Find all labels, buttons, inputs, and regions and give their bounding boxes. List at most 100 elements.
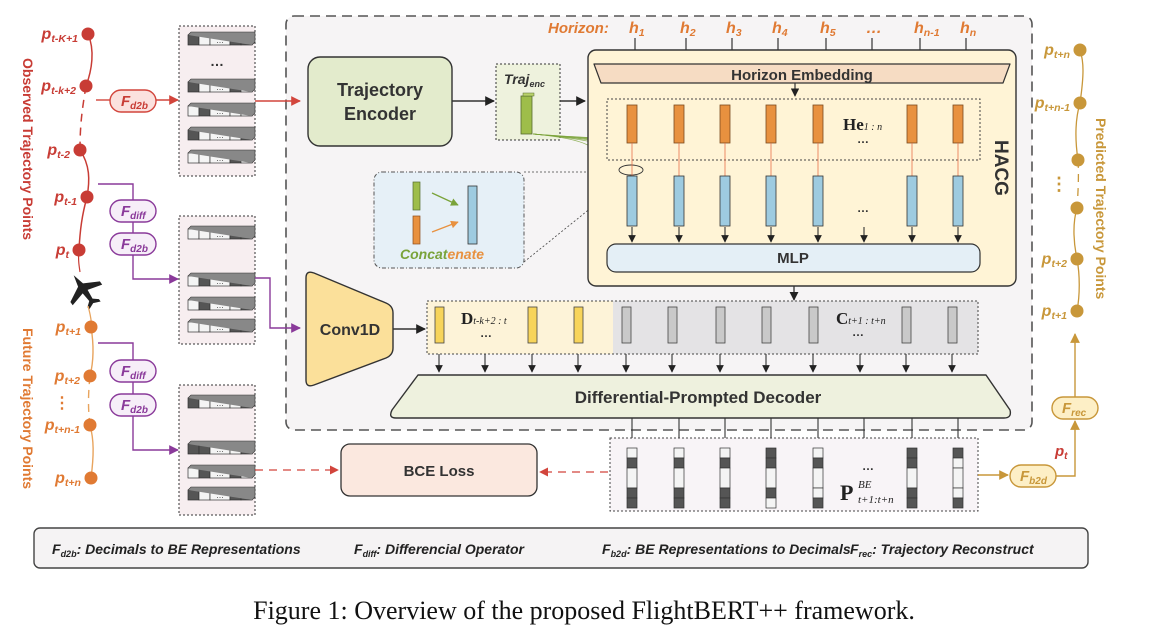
flightbert-framework-diagram: pt-K+1pt-k+2pt-2pt-1pt Observed Trajecto… bbox=[20, 15, 1109, 569]
svg-text:Fd2b: Fd2b bbox=[121, 93, 148, 112]
svg-text:Fdiff: Fdiff bbox=[121, 363, 147, 382]
be-output-vector bbox=[952, 447, 964, 509]
future-point-dot bbox=[84, 320, 98, 334]
svg-text:Encoder: Encoder bbox=[344, 104, 416, 124]
context-token bbox=[621, 306, 632, 344]
svg-text:…: … bbox=[216, 83, 224, 92]
predicted-point-label: pt+n-1 bbox=[1034, 95, 1070, 114]
horizon-embedding-vector bbox=[673, 104, 685, 144]
hacg-panel: Horizon Embedding He1 : n … HACG MLP … bbox=[587, 49, 1017, 287]
predicted-point-label: pt+n bbox=[1043, 42, 1070, 61]
observed-point-dot bbox=[80, 190, 94, 204]
horizon-label: h3 bbox=[726, 20, 742, 39]
svg-text:P: P bbox=[840, 480, 853, 505]
horizon-label: h1 bbox=[629, 20, 645, 39]
svg-text:BCE Loss: BCE Loss bbox=[404, 463, 475, 480]
svg-text:…: … bbox=[216, 445, 224, 454]
context-token bbox=[901, 306, 912, 344]
svg-text:Horizon:: Horizon: bbox=[548, 20, 609, 37]
predicted-point-label: pt+1 bbox=[1041, 303, 1067, 322]
svg-text:…: … bbox=[857, 132, 869, 146]
differential-prompted-decoder: Differential-Prompted Decoder bbox=[389, 374, 1012, 419]
observed-point-label: pt-K+1 bbox=[41, 26, 79, 45]
svg-text:…: … bbox=[216, 323, 224, 332]
be-output-vector bbox=[673, 447, 685, 509]
observed-point-label: pt-1 bbox=[53, 189, 77, 208]
observed-point-label: pt-k+2 bbox=[40, 78, 76, 97]
svg-text:…: … bbox=[216, 131, 224, 140]
hacg-label: HACG bbox=[990, 140, 1011, 196]
bce-loss-block: BCE Loss bbox=[340, 443, 538, 497]
concat-vector bbox=[906, 175, 918, 227]
be-output-band: … P BE t+1:t+n bbox=[609, 437, 979, 512]
svg-text:Concatenate: Concatenate bbox=[400, 246, 484, 262]
be-output-vector bbox=[765, 447, 777, 509]
prompt-token-band: Dt-k+2 : t … Ct+1 : t+n … bbox=[426, 300, 979, 355]
frec-operator: Frec bbox=[1051, 396, 1099, 420]
future-point-label: pt+n bbox=[54, 470, 81, 489]
context-token bbox=[808, 306, 819, 344]
fdiff-operator-future: Fdiff bbox=[109, 359, 157, 383]
context-token bbox=[947, 306, 958, 344]
future-ellipsis: ⋮ bbox=[54, 395, 70, 412]
conv1d-block: Conv1D bbox=[305, 271, 394, 387]
hacg-columns bbox=[626, 104, 964, 243]
concatenate-inset: Concatenate bbox=[373, 171, 525, 269]
future-point-dot bbox=[84, 471, 98, 485]
concat-vector bbox=[952, 175, 964, 227]
observed-trajectory: pt-K+1pt-k+2pt-2pt-1pt Observed Trajecto… bbox=[20, 26, 95, 273]
be-output-columns bbox=[626, 447, 964, 509]
svg-text:…: … bbox=[480, 326, 492, 340]
concat-vector bbox=[765, 175, 777, 227]
future-point-dot bbox=[83, 369, 97, 383]
be-output-vector bbox=[812, 447, 824, 509]
observed-point-dot bbox=[73, 143, 87, 157]
context-token bbox=[715, 306, 726, 344]
future-section-label: Future Trajectory Points bbox=[20, 328, 36, 489]
predicted-point-dot bbox=[1070, 304, 1084, 318]
differential-prompt-token bbox=[527, 306, 538, 344]
svg-text:Fd2b: Fd2b bbox=[121, 236, 148, 255]
context-token bbox=[667, 306, 678, 344]
svg-text:Conv1D: Conv1D bbox=[320, 322, 380, 339]
observed-point-dot bbox=[79, 79, 93, 93]
svg-text:Dt-k+2 : t: Dt-k+2 : t bbox=[461, 309, 507, 328]
predicted-ellipsis: ⋮ bbox=[1050, 174, 1068, 194]
observed-point-label: pt bbox=[55, 242, 70, 261]
svg-text:…: … bbox=[210, 53, 224, 69]
differential-prompt-token bbox=[434, 306, 445, 344]
horizon-embedding-vector bbox=[626, 104, 638, 144]
svg-text:…: … bbox=[857, 201, 869, 215]
svg-text:…: … bbox=[216, 301, 224, 310]
be-output-vector bbox=[719, 447, 731, 509]
horizon-label: h2 bbox=[680, 20, 696, 39]
svg-text:…: … bbox=[216, 230, 224, 239]
svg-text:…: … bbox=[216, 277, 224, 286]
future-trajectory: pt+1pt+2pt+n-1pt+n ⋮ Future Trajectory P… bbox=[20, 305, 98, 489]
be-output-vector bbox=[626, 447, 638, 509]
predicted-point-dot bbox=[1073, 96, 1087, 110]
horizon-embedding-vector bbox=[765, 104, 777, 144]
fd2b-operator-differential: Fd2b bbox=[109, 232, 157, 256]
svg-text:Ct+1 : t+n: Ct+1 : t+n bbox=[836, 309, 886, 328]
predicted-section-label: Predicted Trajectory Points bbox=[1093, 118, 1109, 299]
horizon-embedding-vector bbox=[812, 104, 824, 144]
predicted-point-dot bbox=[1073, 43, 1087, 57]
fdiff-operator-observed: Fdiff bbox=[109, 199, 157, 223]
future-point-label: pt+2 bbox=[54, 368, 80, 387]
observed-point-label: pt-2 bbox=[46, 142, 70, 161]
legend-item: Fb2d: BE Representations to Decimals bbox=[602, 541, 851, 559]
svg-text:BE: BE bbox=[858, 479, 872, 491]
svg-text:…: … bbox=[216, 399, 224, 408]
be-representation-stack-differential: … … … … bbox=[178, 215, 256, 345]
svg-text:He1 : n: He1 : n bbox=[843, 115, 882, 134]
horizon-label: h5 bbox=[820, 20, 836, 39]
svg-text:t+1:t+n: t+1:t+n bbox=[858, 494, 894, 506]
predicted-trajectory: pt+npt+n-1pt+2pt+1 ⋮ Predicted Trajector… bbox=[1034, 42, 1109, 322]
prompt-token-columns bbox=[434, 306, 958, 344]
svg-text:MLP: MLP bbox=[777, 250, 809, 267]
svg-text:…: … bbox=[216, 36, 224, 45]
horizon-embedding-vector bbox=[952, 104, 964, 144]
svg-text:Trajectory: Trajectory bbox=[337, 80, 423, 100]
concat-vector bbox=[812, 175, 824, 227]
